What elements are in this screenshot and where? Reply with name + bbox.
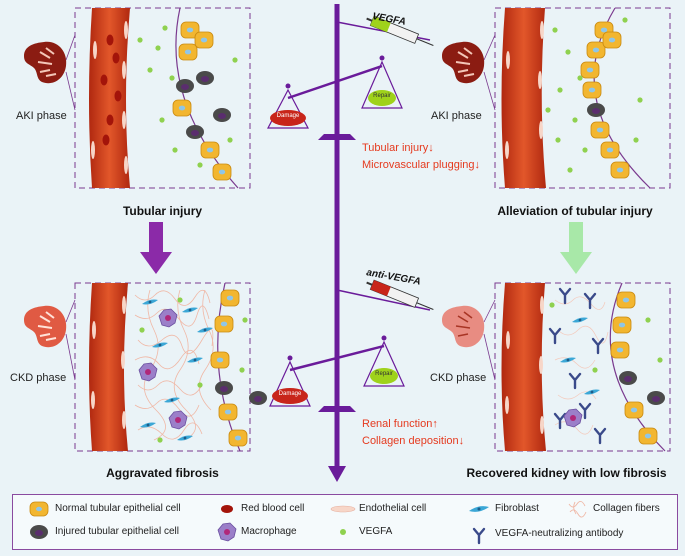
panel-frames [74,7,671,452]
arrow-down-green [560,222,592,274]
panel-ckd-fibrosis [89,282,267,452]
aki-phase-left-label: AKI phase [16,110,67,122]
legend-rbc-icon [221,505,233,513]
caption-recovered-kidney: Recovered kidney with low fibrosis [466,466,667,480]
legend-vegfa-icon [340,529,346,535]
legend-collagen-label: Collagen fibers [593,503,660,514]
legend-macrophage-label: Macrophage [241,526,297,537]
kidney-aki-right-icon [441,40,486,85]
caption-aggravated-fibrosis: Aggravated fibrosis [106,466,219,480]
arrow-down-purple [140,222,172,274]
legend-box: Normal tubular epithelial cell Injured t… [12,494,678,550]
legend-collagen-icon [568,501,587,518]
legend-antibody-label: VEGFA-neutralizing antibody [495,528,624,539]
panel-aki-alleviation [501,7,651,189]
ckd-phase-right-label: CKD phase [430,372,487,384]
caption-tubular-injury: Tubular injury [122,204,203,218]
panel-aki-injury [89,7,239,189]
syringe-vegfa-icon [336,15,434,46]
balance-top [267,55,403,129]
legend-antibody-icon [472,527,486,545]
kidney-ckd-left-icon [23,304,68,349]
aki-phase-right-label: AKI phase [431,110,482,122]
legend-normal-cell-icon [29,501,49,517]
caption-alleviation: Alleviation of tubular injury [497,204,653,218]
legend-fibroblast-icon [469,506,489,512]
kidney-aki-left-icon [23,40,68,85]
panel-ckd-recovered [501,282,666,452]
legend-macrophage-icon [217,522,237,542]
kidney-ckd-right-icon [441,304,486,349]
syringe-anti-vegfa-icon [336,279,434,311]
effect-tubular-injury: Tubular injury↓ [362,142,434,154]
repair-label-bottom: Repair [375,371,393,377]
kidney-connectors [65,34,496,381]
effect-collagen: Collagen deposition↓ [362,435,465,447]
ckd-phase-left-label: CKD phase [10,372,67,384]
effect-microvascular: Microvascular plugging↓ [362,159,480,171]
legend-rbc-label: Red blood cell [241,503,305,514]
balance-bottom [269,335,405,407]
legend-fibroblast-label: Fibroblast [495,503,539,514]
legend-endothelial-label: Endothelial cell [359,503,427,514]
legend-vegfa-label: VEGFA [359,526,393,537]
damage-label-bottom: Damage [278,391,302,397]
legend-injured-cell-label: Injured tubular epithelial cell [55,526,179,537]
legend-normal-cell-label: Normal tubular epithelial cell [55,503,181,514]
legend-icons [29,501,587,545]
effect-renal-function: Renal function↑ [362,418,438,430]
repair-label-top: Repair [373,93,391,99]
legend-endothelial-icon [330,505,356,513]
damage-label-top: Damage [276,113,300,119]
legend-injured-cell-icon [30,525,48,539]
